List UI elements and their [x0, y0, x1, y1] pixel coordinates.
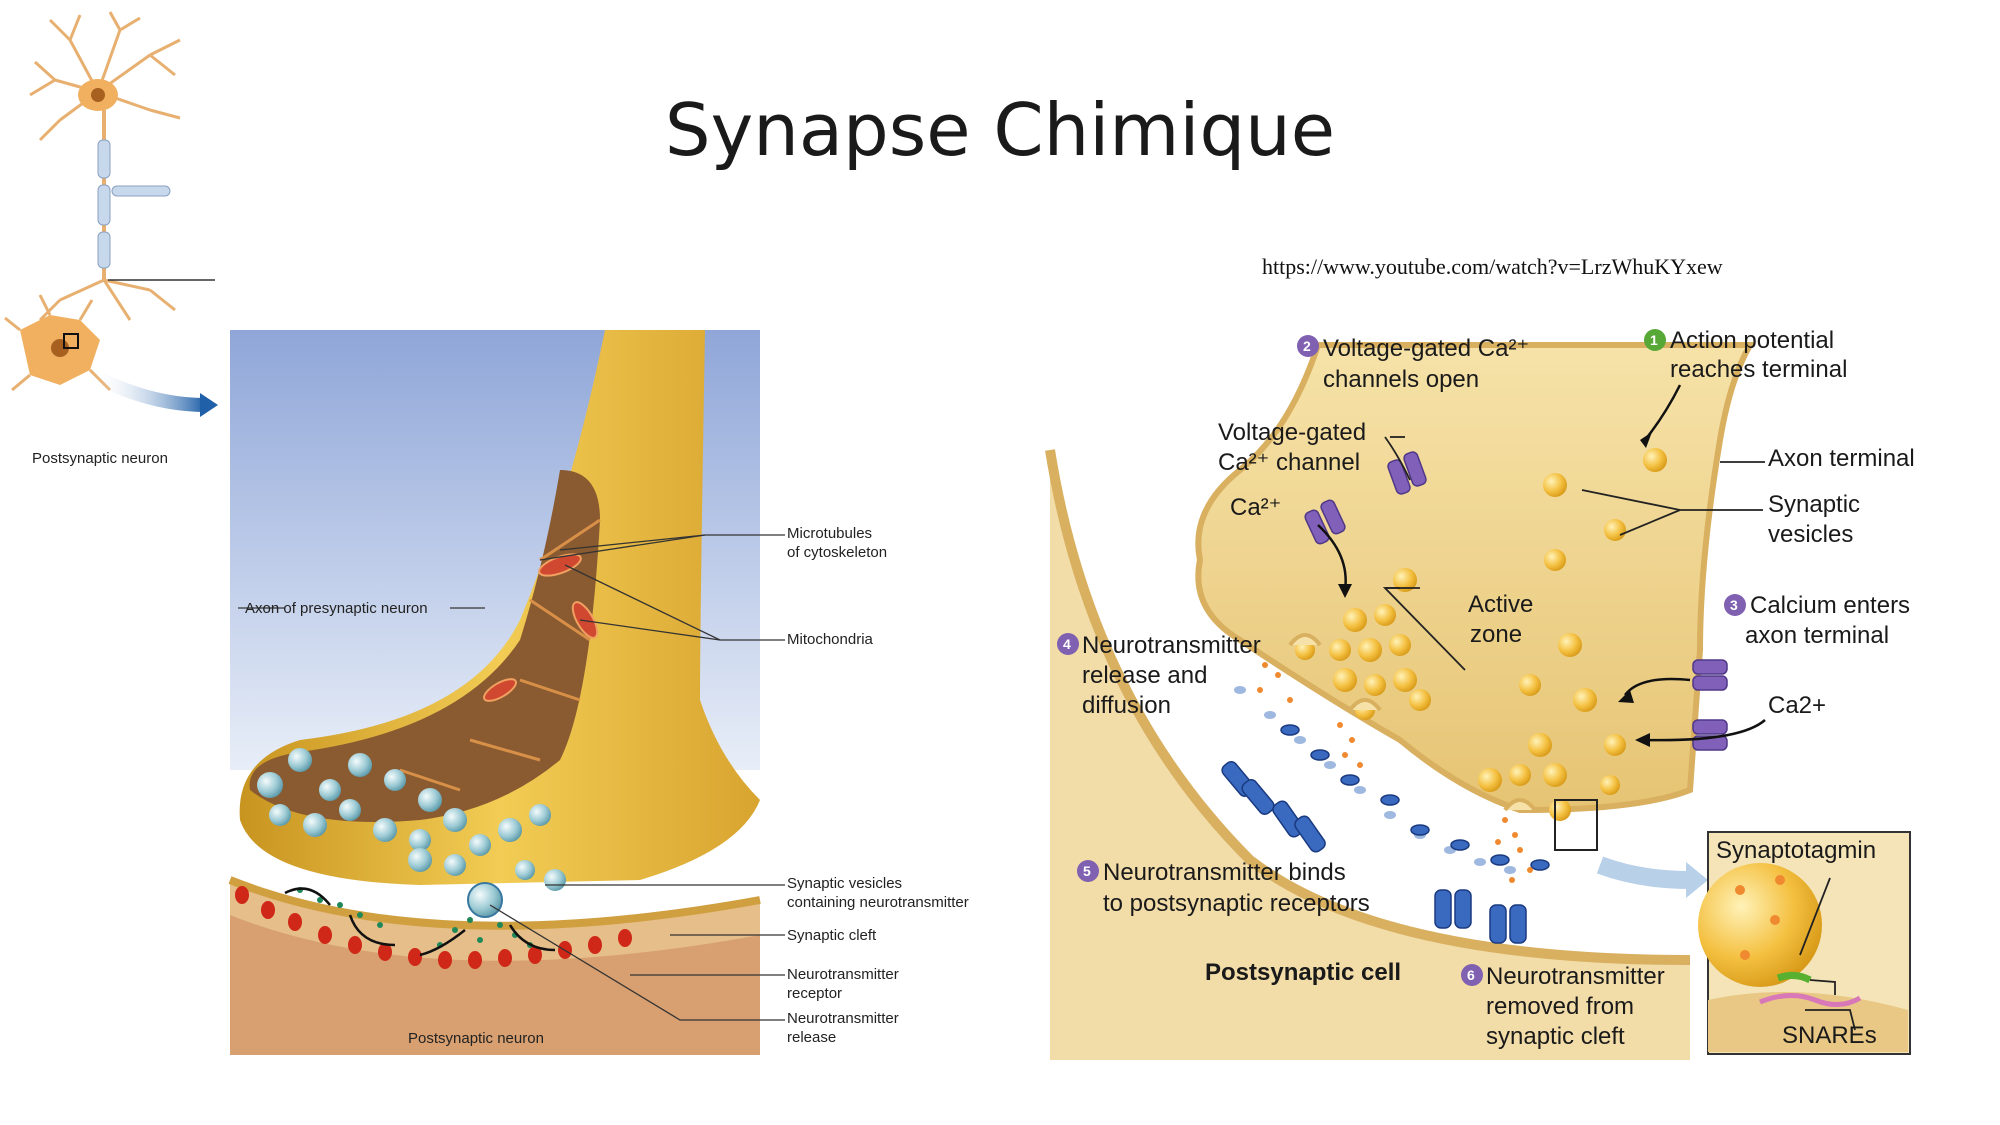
step-6-badge — [1461, 964, 1483, 986]
left-microtubules — [399, 518, 601, 792]
right-label-vesicles-2: vesicles — [1768, 521, 1853, 548]
right-postsynaptic-receptors — [1221, 724, 1550, 944]
left-label-microtubules-1: Microtubules — [787, 525, 872, 542]
left-receptors — [235, 886, 632, 969]
left-postsynaptic-membrane — [228, 876, 761, 930]
step-1-number: 1 — [1650, 332, 1658, 348]
inset-axon — [38, 110, 176, 322]
right-postsynaptic-membrane — [1045, 449, 1691, 965]
step-2-badge — [1297, 335, 1319, 357]
step-6-line2: removed from — [1486, 993, 1634, 1020]
right-zoom-box — [1554, 799, 1598, 851]
step-2-line1: Voltage-gated Ca²⁺ — [1323, 335, 1529, 362]
right-calcium-channels — [1304, 451, 1728, 751]
slide-title: Synapse Chimique — [664, 88, 1336, 172]
right-fusion-pores — [1288, 633, 1537, 812]
left-terminal-cutaway — [249, 470, 601, 822]
right-label-postsynaptic-cell: Postsynaptic cell — [1205, 959, 1401, 986]
right-label-ca-right: Ca2+ — [1768, 692, 1826, 719]
right-label-axon-terminal: Axon terminal — [1768, 445, 1915, 472]
step-6-line3: synaptic cleft — [1486, 1023, 1625, 1050]
step-1-badge — [1644, 329, 1666, 351]
step-5-badge — [1077, 860, 1099, 882]
inset-arrow-head — [200, 393, 218, 417]
inset-dendrites-top — [29, 11, 181, 142]
left-label-receptor-2: receptor — [787, 985, 842, 1002]
right-neurotransmitter-dots — [1257, 662, 1533, 883]
step-5-line1: Neurotransmitter binds — [1103, 859, 1346, 886]
step-2-number: 2 — [1303, 338, 1311, 354]
right-diagram: 1 2 3 4 5 6 Action potential reaches ter… — [1045, 327, 1915, 1060]
right-calcium-arrows — [1317, 524, 1766, 742]
right-label-vesicles-1: Synaptic — [1768, 491, 1860, 518]
right-zoom-arrow — [1596, 856, 1691, 889]
left-mitochondria-group — [483, 553, 599, 702]
step-3-number: 3 — [1730, 597, 1738, 613]
synaptotagmin-inset — [1698, 831, 1911, 1055]
left-label-axon: Axon of presynaptic neuron — [245, 600, 428, 617]
left-label-release-1: Neurotransmitter — [787, 1010, 899, 1027]
inset-label: Postsynaptic neuron — [32, 450, 168, 467]
left-release-arrows — [284, 887, 556, 957]
step-3-line2: axon terminal — [1745, 622, 1889, 649]
step-3-badge — [1724, 594, 1746, 616]
right-postsynaptic-cell — [1050, 450, 1690, 1060]
step-5-number: 5 — [1083, 863, 1091, 879]
right-label-synaptotagmin: Synaptotagmin — [1716, 837, 1876, 864]
right-leader-lines — [1382, 436, 1856, 1031]
left-label-microtubules-2: of cytoskeleton — [787, 544, 887, 561]
step-2-line2: channels open — [1323, 366, 1479, 393]
left-synaptic-vesicles — [257, 748, 566, 891]
right-label-ca-left: Ca²⁺ — [1230, 494, 1281, 521]
step-badges — [1057, 329, 1746, 986]
inset-zoom-box — [63, 333, 79, 349]
left-label-vesicles-2: containing neurotransmitter — [787, 894, 969, 911]
step-6-line1: Neurotransmitter — [1486, 963, 1665, 990]
left-label-cleft: Synaptic cleft — [787, 927, 877, 944]
left-label-receptor-1: Neurotransmitter — [787, 966, 899, 983]
left-label-release-2: release — [787, 1029, 836, 1046]
inset-nucleus — [91, 88, 105, 102]
right-action-potential-arrow — [1644, 384, 1682, 441]
step-4-badge — [1057, 633, 1079, 655]
right-label-active-2: zone — [1470, 621, 1522, 648]
step-4-line1: Neurotransmitter — [1082, 632, 1261, 659]
inset-postsynaptic-cell — [4, 294, 112, 392]
step-3-line1: Calcium enters — [1750, 592, 1910, 619]
right-label-channel-1: Voltage-gated — [1218, 419, 1366, 446]
right-axon-terminal — [1195, 342, 1756, 814]
right-label-channel-2: Ca²⁺ channel — [1218, 449, 1360, 476]
left-fusing-vesicle — [467, 882, 503, 918]
left-label-vesicles-1: Synaptic vesicles — [787, 875, 902, 892]
left-label-postsynaptic: Postsynaptic neuron — [408, 1030, 544, 1047]
left-label-mitochondria: Mitochondria — [787, 631, 874, 648]
inset-neuron: Postsynaptic neuron — [4, 11, 218, 467]
left-diagram: Axon of presynaptic neuron Microtubules … — [228, 330, 969, 1055]
step-1-line2: reaches terminal — [1670, 356, 1847, 383]
step-4-line2: release and — [1082, 662, 1207, 689]
inset-zoom-arrow — [88, 368, 206, 412]
right-label-active-1: Active — [1468, 591, 1533, 618]
right-label-snares: SNAREs — [1782, 1022, 1877, 1049]
step-5-line2: to postsynaptic receptors — [1103, 890, 1370, 917]
step-4-number: 4 — [1063, 636, 1071, 652]
left-leader-lines — [238, 534, 785, 1021]
step-1-line1: Action potential — [1670, 327, 1834, 354]
source-url[interactable]: https://www.youtube.com/watch?v=LrzWhuKY… — [1262, 254, 1723, 279]
step-4-line3: diffusion — [1082, 692, 1171, 719]
step-6-number: 6 — [1467, 967, 1475, 983]
